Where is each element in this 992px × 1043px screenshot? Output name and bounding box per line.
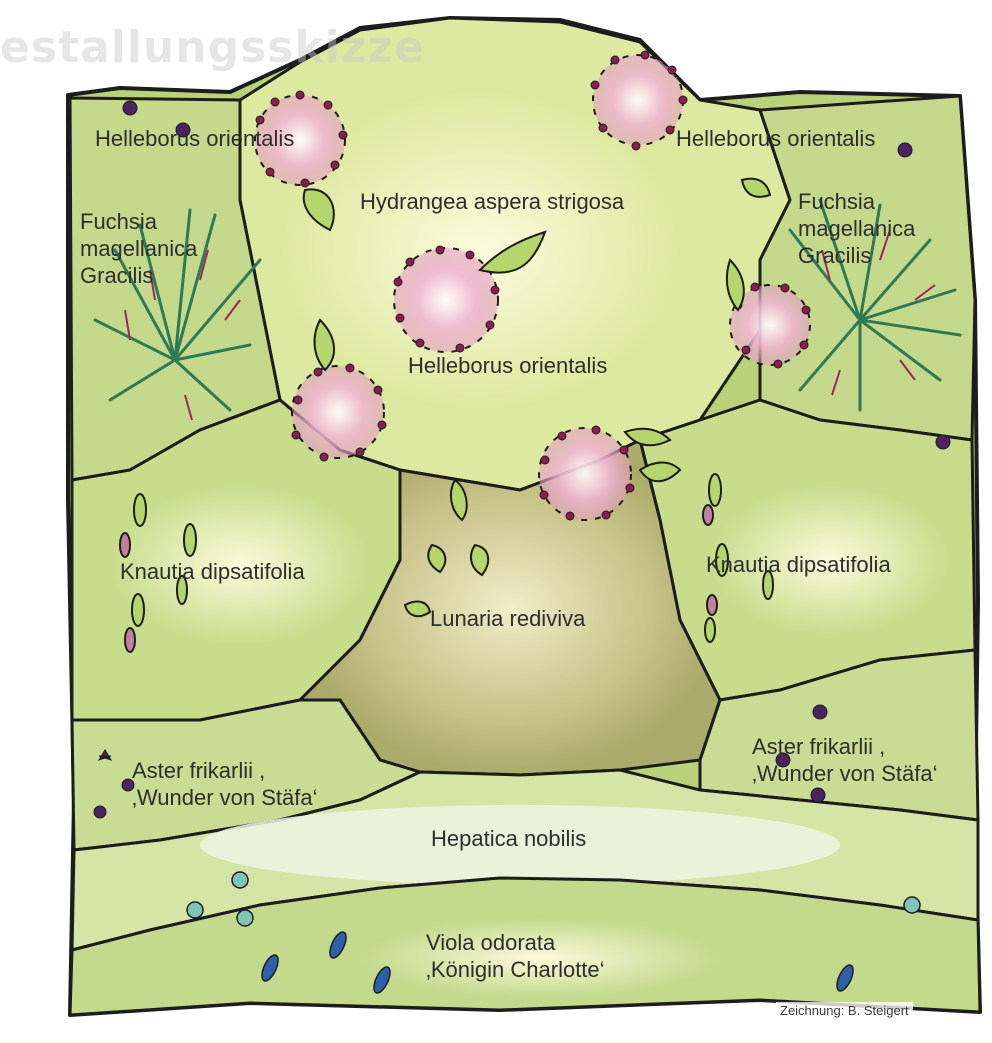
label-fuchsia-left-line2: magellanica xyxy=(80,235,197,262)
label-knautia-left: Knautia dipsatifolia xyxy=(120,558,305,585)
background-ghost-title: estallungsskizze xyxy=(0,22,425,73)
label-fuchsia-right-line2: magellanica xyxy=(798,215,915,242)
label-aster-left: Aster frikarlii , ‚Wunder von Stäfa‘ xyxy=(132,757,317,811)
label-hepatica: Hepatica nobilis xyxy=(431,825,586,852)
label-aster-right-line2: ‚Wunder von Stäfa‘ xyxy=(752,760,937,787)
label-viola: Viola odorata ‚Königin Charlotte‘ xyxy=(426,929,605,983)
label-hydrangea: Hydrangea aspera strigosa xyxy=(360,188,624,215)
label-aster-right-line1: Aster frikarlii , xyxy=(752,733,937,760)
label-helleborus-top-right: Helleborus orientalis xyxy=(676,125,875,152)
helleborus-clump-left-lower xyxy=(292,366,384,458)
drawing-credit: Zeichnung: B. Steigert xyxy=(776,1002,913,1019)
label-lunaria: Lunaria rediviva xyxy=(430,605,585,632)
label-aster-left-line2: ‚Wunder von Stäfa‘ xyxy=(132,784,317,811)
label-fuchsia-right-line1: Fuchsia xyxy=(798,188,915,215)
label-fuchsia-left-line3: Gracilis xyxy=(80,262,197,289)
label-helleborus-top-left: Helleborus orientalis xyxy=(95,125,294,152)
helleborus-clump-center-lower xyxy=(539,428,631,520)
label-fuchsia-right-line3: Gracilis xyxy=(798,242,915,269)
label-viola-line2: ‚Königin Charlotte‘ xyxy=(426,956,605,983)
label-knautia-right: Knautia dipsatifolia xyxy=(706,551,891,578)
label-aster-right: Aster frikarlii , ‚Wunder von Stäfa‘ xyxy=(752,733,937,787)
label-fuchsia-right: Fuchsia magellanica Gracilis xyxy=(798,188,915,269)
label-fuchsia-left-line1: Fuchsia xyxy=(80,208,197,235)
label-aster-left-line1: Aster frikarlii , xyxy=(132,757,317,784)
label-viola-line1: Viola odorata xyxy=(426,929,605,956)
label-helleborus-center: Helleborus orientalis xyxy=(408,352,607,379)
label-fuchsia-left: Fuchsia magellanica Gracilis xyxy=(80,208,197,289)
